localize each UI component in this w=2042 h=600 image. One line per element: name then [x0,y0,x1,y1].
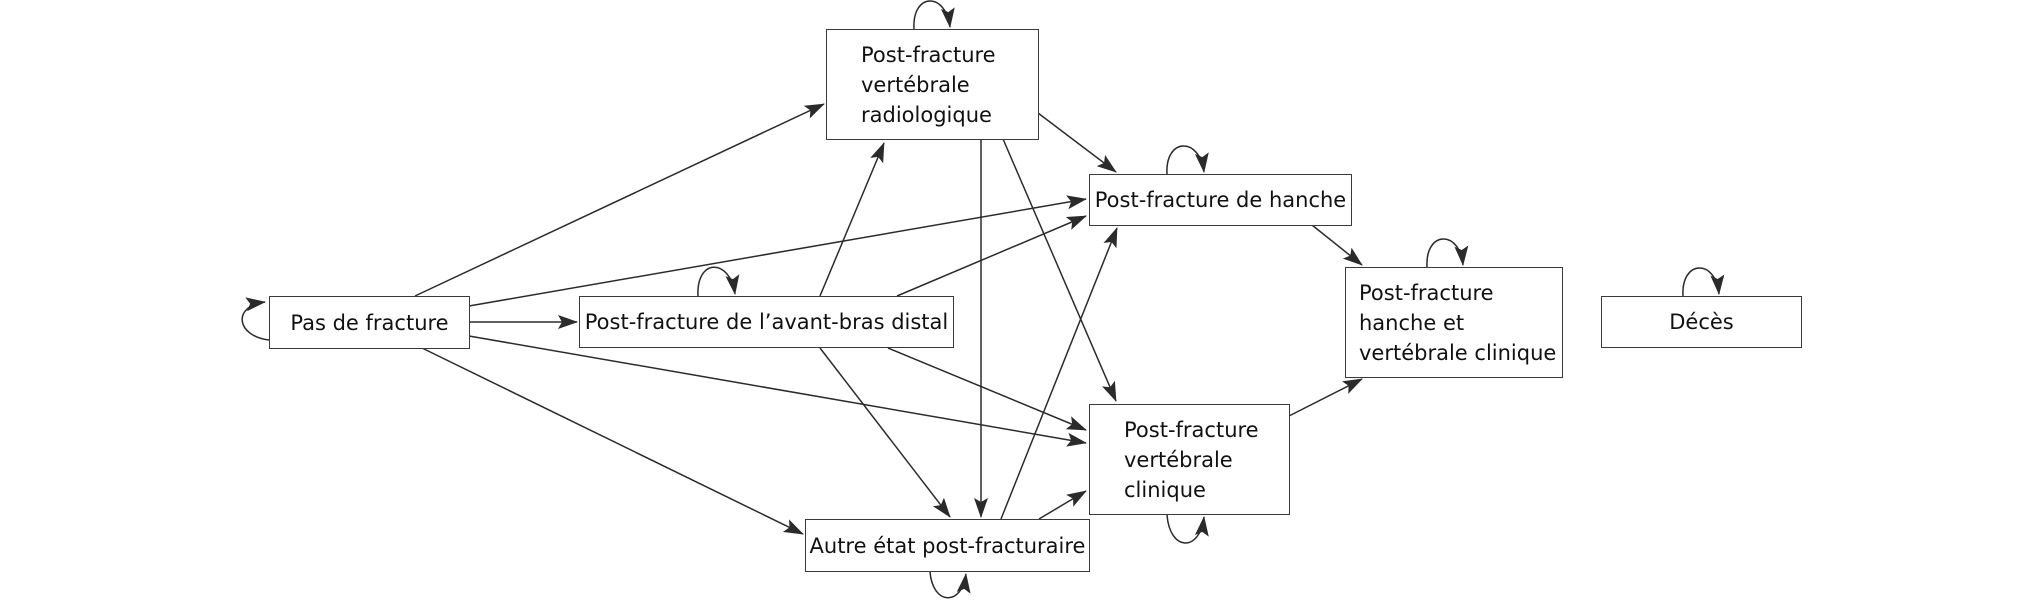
node-autre-etat: Autre état post-fracturaire [805,519,1090,572]
self-loop-autre [929,571,971,599]
edge-pas-to-hanche [468,195,1087,307]
node-label: Post-fracture hanche et vertébrale clini… [1359,280,1557,365]
node-label: Autre état post-fracturaire [809,533,1086,558]
node-vertebrale-clinique: Post-fracture vertébrale clinique [1089,404,1290,515]
self-loop-hanche_vert [1426,238,1469,268]
self-loop-clinique [1166,514,1209,544]
edge-clinique-to-hanche_vert [1288,378,1363,417]
edge-pas-to-clinique [468,335,1087,447]
edge-hanche-to-hanche_vert [1311,224,1363,266]
self-loops [241,0,1725,599]
edge-autre-to-hanche [1000,227,1118,520]
node-label: Post-fracture de l’avant-bras distal [584,310,949,334]
edge-avant_bras-to-autre [819,347,951,518]
node-vertebrale-radiologique: Post-fracture vertébrale radiologique [826,29,1039,140]
edge-autre-to-clinique [1038,490,1087,520]
edge-pas-to-autre [421,347,804,535]
node-hanche: Post-fracture de hanche [1089,174,1352,226]
edge-radiologique-to-hanche [1037,112,1117,173]
self-loop-pas [241,297,270,341]
node-avant-bras-distal: Post-fracture de l’avant-bras distal [579,296,954,348]
node-label: Post-fracture de hanche [1094,188,1347,212]
self-loop-deces [1682,267,1725,297]
node-deces: Décès [1601,296,1802,348]
edge-radiologique-to-clinique [1002,138,1117,402]
node-label: Post-fracture vertébrale radiologique [861,42,996,127]
self-loop-avant_bras [697,266,740,297]
self-loop-radiologique [913,0,955,30]
edge-avant_bras-to-hanche [896,215,1087,297]
node-label: Post-fracture vertébrale clinique [1124,417,1259,502]
edge-avant_bras-to-clinique [887,347,1087,431]
node-pas-de-fracture: Pas de fracture [269,296,470,349]
node-label: Décès [1669,310,1734,334]
node-label: Pas de fracture [290,310,449,335]
transition-edges [414,103,1363,535]
edge-avant_bras-to-radiologique [819,142,885,297]
edge-pas-to-radiologique [414,103,825,297]
self-loop-hanche [1166,145,1209,175]
node-hanche-et-vertebrale: Post-fracture hanche et vertébrale clini… [1345,267,1563,378]
